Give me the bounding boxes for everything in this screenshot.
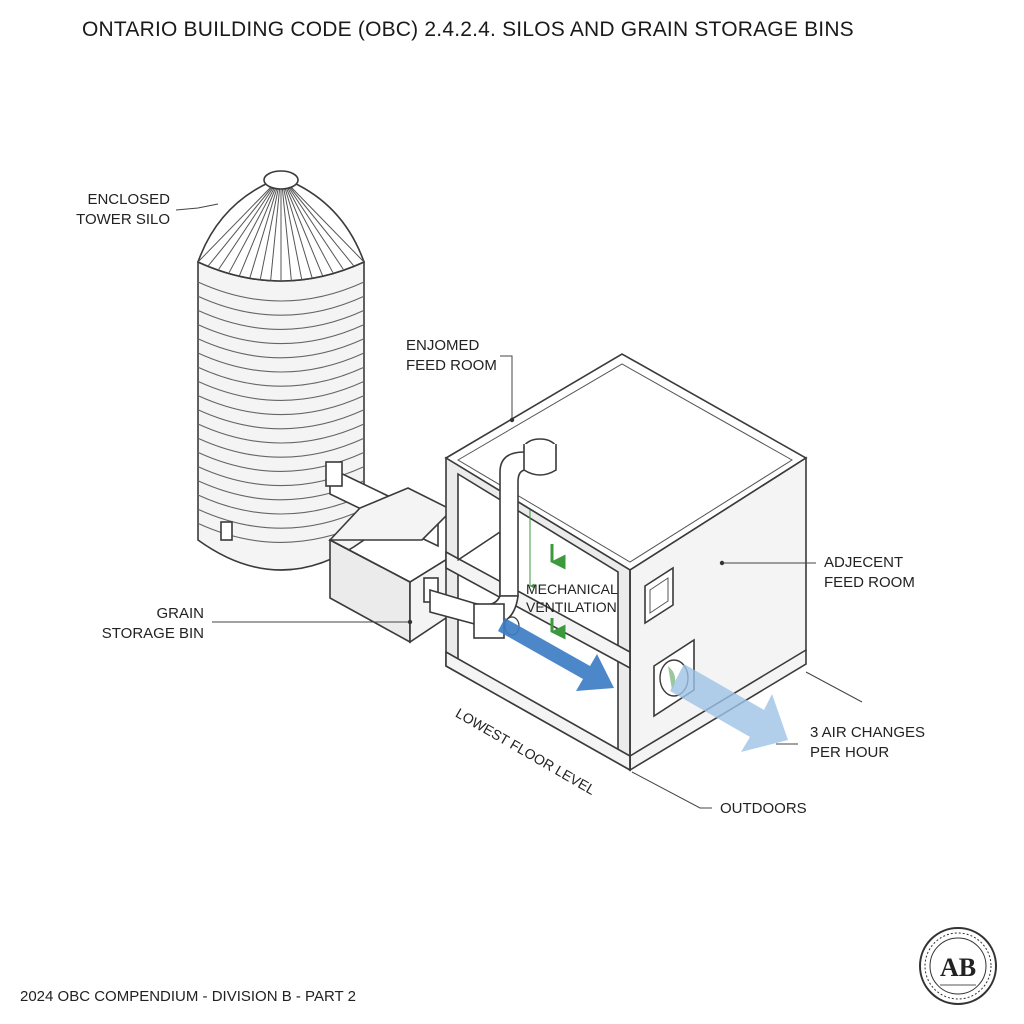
label-line: MECHANICAL xyxy=(526,581,618,597)
label-line: ADJECENT xyxy=(824,554,904,571)
enclosed-tower-silo xyxy=(196,170,366,571)
label-line: PER HOUR xyxy=(810,744,890,761)
silo-ring xyxy=(197,423,365,444)
label-line: STORAGE BIN xyxy=(101,625,204,642)
grain-storage-bin xyxy=(328,487,454,644)
roof-rib xyxy=(270,185,281,281)
page-title: ONTARIO BUILDING CODE (OBC) 2.4.2.4. SIL… xyxy=(82,18,854,41)
footer-text: 2024 OBC COMPENDIUM - DIVISION B - PART … xyxy=(20,988,356,1005)
label-line: 3 AIR CHANGES xyxy=(810,724,926,741)
label-grain-storage-bin: GRAIN STORAGE BIN xyxy=(90,604,204,644)
silo-ring xyxy=(197,437,365,458)
airflow-arrow-inner xyxy=(498,618,614,691)
label-enjomed-feed-room: ENJOMED FEED ROOM xyxy=(406,336,497,376)
airflow-arrow-outer xyxy=(670,664,788,752)
label-line: ENJOMED xyxy=(406,337,480,354)
roof-rib xyxy=(239,185,277,276)
label-enclosed-tower-silo: ENCLOSED TOWER SILO xyxy=(70,190,170,230)
label-line: FEED ROOM xyxy=(824,574,915,591)
roof-rib xyxy=(282,185,303,280)
silo-ring xyxy=(197,494,365,515)
silo-ring xyxy=(197,451,365,472)
silo-ring xyxy=(197,395,365,416)
roof-rib xyxy=(228,185,276,273)
label-air-changes: 3 AIR CHANGES PER HOUR xyxy=(810,723,925,763)
roof-rib xyxy=(259,185,280,280)
roof-rib xyxy=(197,185,273,263)
label-line: VENTILATION xyxy=(526,599,617,615)
silo-ring xyxy=(197,380,365,401)
roof-rib xyxy=(287,185,344,270)
roof-rib xyxy=(289,185,365,263)
label-outdoors: OUTDOORS xyxy=(720,800,807,817)
roof-rib xyxy=(285,185,323,276)
leader-lines xyxy=(175,203,863,809)
roof-rib xyxy=(249,185,279,278)
silo-ring xyxy=(197,366,365,387)
label-line: FEED ROOM xyxy=(406,357,497,374)
silo-ring xyxy=(197,281,365,302)
ventilation-down-arrows xyxy=(529,510,566,640)
label-line: TOWER SILO xyxy=(76,211,170,228)
label-line: GRAIN xyxy=(156,605,204,622)
roof-rib xyxy=(288,185,355,267)
silo-ring xyxy=(197,309,365,330)
silo-ring xyxy=(197,324,365,345)
silo-ring xyxy=(197,295,365,316)
roof-rib xyxy=(218,185,275,270)
silo-ring xyxy=(197,508,365,529)
roof-rib xyxy=(286,185,334,273)
silo-ring xyxy=(197,338,365,359)
label-line: ENCLOSED xyxy=(87,191,170,208)
label-mechanical-ventilation: MECHANICAL VENTILATION xyxy=(526,580,618,616)
roof-rib xyxy=(207,185,274,267)
silo-ring xyxy=(197,352,365,373)
roof-rib xyxy=(283,185,313,278)
silo-roof-ribs xyxy=(197,185,365,281)
roof-rib xyxy=(281,185,292,281)
silo-ring xyxy=(197,409,365,430)
label-adjacent-feed-room: ADJECENT FEED ROOM xyxy=(824,553,915,593)
